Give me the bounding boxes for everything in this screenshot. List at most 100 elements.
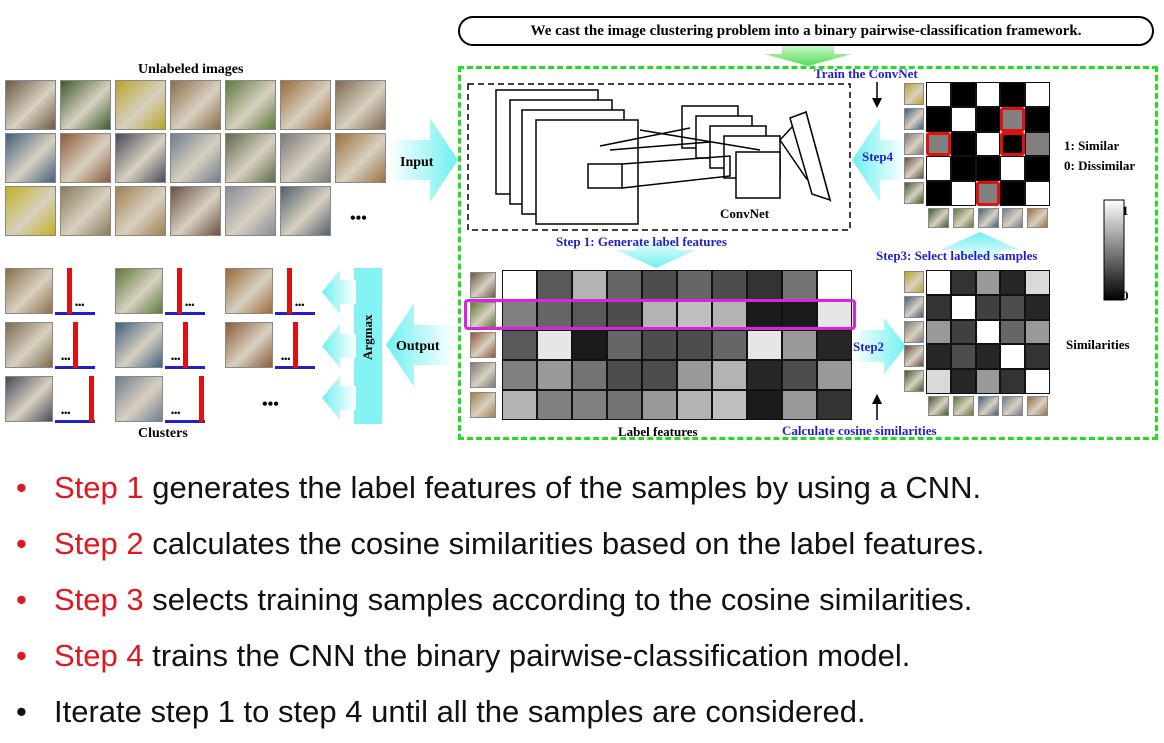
unlabeled-image-thumb	[170, 186, 221, 236]
unlabeled-image-thumb	[60, 80, 111, 130]
label-feature-cell	[642, 270, 677, 300]
histogram-ellipsis: •••	[75, 300, 85, 310]
binary-matrix-cell	[926, 181, 951, 206]
convnet-drawing	[495, 89, 832, 225]
similarity-matrix-cell	[926, 270, 951, 295]
bullet-item: •Step 4 trains the CNN the binary pairwi…	[14, 630, 1154, 686]
step4-label: Step4	[862, 149, 894, 164]
binary-col-thumb	[952, 208, 974, 228]
bullet-list: •Step 1 generates the label features of …	[14, 462, 1154, 742]
binary-col-thumb	[1002, 208, 1024, 228]
similarity-matrix-cell	[1025, 344, 1050, 370]
label-feature-cell	[537, 360, 572, 390]
binary-matrix-cell	[975, 106, 1001, 132]
binary-row-thumb	[904, 132, 924, 155]
unlabeled-images-grid	[5, 80, 386, 240]
similarity-col-thumb	[928, 396, 949, 416]
argmax-arrow-2	[322, 324, 356, 368]
label-feature-thumb	[470, 272, 496, 298]
label-feature-cell	[572, 360, 607, 390]
binary-matrix-cell	[1000, 131, 1026, 157]
label-feature-thumb	[470, 392, 496, 418]
histogram-bar	[293, 322, 298, 368]
binary-matrix-cell	[975, 156, 1001, 182]
label-feature-cell	[782, 360, 817, 390]
binary-thumbs-bottom	[926, 208, 1050, 228]
label-feature-cell	[537, 270, 572, 300]
binary-matrix-cell	[926, 156, 951, 182]
label-feature-cell	[747, 360, 782, 390]
output-label: Output	[396, 339, 440, 354]
unlabeled-image-thumb	[335, 80, 386, 130]
label-feature-cell	[572, 270, 607, 300]
unlabeled-image-thumb	[280, 80, 331, 130]
binary-row-thumb	[904, 107, 924, 130]
cluster-image-thumb	[5, 322, 53, 368]
histogram-ellipsis: •••	[185, 300, 195, 310]
label-feature-cell	[712, 390, 747, 420]
step3-label: Step3: Select labeled samples	[876, 248, 1038, 263]
similarity-matrix-cell	[926, 319, 951, 345]
bullet-item: •Iterate step 1 to step 4 until all the …	[14, 686, 1154, 742]
label-feature-cell	[712, 360, 747, 390]
train-pointer-head	[872, 98, 882, 108]
unlabeled-image-thumb	[170, 133, 221, 183]
cluster-image-thumb	[225, 322, 273, 368]
argmax-arrow-1	[322, 270, 356, 314]
argmax-arrow-3	[322, 376, 356, 420]
similarity-matrix-cell	[975, 344, 1001, 370]
similarity-matrix-cell	[975, 319, 1001, 345]
unlabeled-image-thumb	[5, 80, 56, 130]
step-desc: generates the label features of the samp…	[143, 470, 982, 505]
unlabeled-image-thumb	[60, 186, 111, 236]
similarity-matrix-cell	[1000, 270, 1026, 295]
histogram-ellipsis: •••	[61, 354, 71, 364]
label-feature-cell	[747, 390, 782, 420]
input-arrow	[388, 118, 458, 202]
label-features-thumbs	[470, 270, 500, 420]
binary-col-thumb	[977, 208, 999, 228]
similarity-matrix-cell	[975, 294, 1001, 320]
similarity-row-thumb	[904, 271, 924, 293]
convnet-box	[467, 83, 851, 231]
label-feature-thumb	[470, 302, 496, 328]
unlabeled-image-thumb	[280, 186, 331, 236]
label-feature-cell	[817, 360, 852, 390]
similarity-matrix-cell	[950, 270, 976, 295]
similarity-matrix-cell	[1025, 294, 1050, 320]
binary-matrix-cell	[1000, 106, 1026, 132]
label-feature-cell	[502, 360, 537, 390]
similarity-matrix-cell	[1025, 319, 1050, 345]
label-feature-cell	[677, 390, 712, 420]
label-feature-cell	[677, 360, 712, 390]
histogram-bar	[177, 268, 182, 314]
cluster-image-thumb	[115, 268, 163, 314]
label-features-grid	[502, 270, 852, 420]
colorbar-max: 1	[1122, 203, 1129, 218]
step3-arrow	[940, 232, 1020, 262]
histogram-bar	[199, 376, 204, 422]
label-feature-cell	[537, 390, 572, 420]
binary-matrix-cell	[1025, 82, 1050, 107]
unlabeled-image-thumb	[225, 133, 276, 183]
similarities-label: Similarities	[1066, 337, 1130, 352]
label-features-title: Label features	[618, 424, 698, 439]
unlabeled-image-thumb	[5, 186, 56, 236]
binary-matrix-cell	[950, 181, 976, 206]
convnet-label: ConvNet	[720, 206, 770, 221]
step1-label: Step 1: Generate label features	[556, 234, 727, 249]
cluster-image-thumb	[225, 268, 273, 314]
colorbar	[1103, 199, 1125, 301]
similarity-row-thumb	[904, 320, 924, 343]
step1-arrow	[616, 238, 696, 268]
label-feature-cell	[572, 330, 607, 360]
histogram-ellipsis: •••	[171, 354, 181, 364]
step-name: Step 2	[54, 526, 144, 561]
histogram-baseline	[165, 312, 205, 315]
unlabeled-image-thumb	[60, 133, 111, 183]
cluster-image-thumb	[5, 376, 53, 422]
label-feature-cell	[642, 360, 677, 390]
argmax-bar	[354, 268, 382, 424]
similarity-matrix-cell	[1000, 294, 1026, 320]
